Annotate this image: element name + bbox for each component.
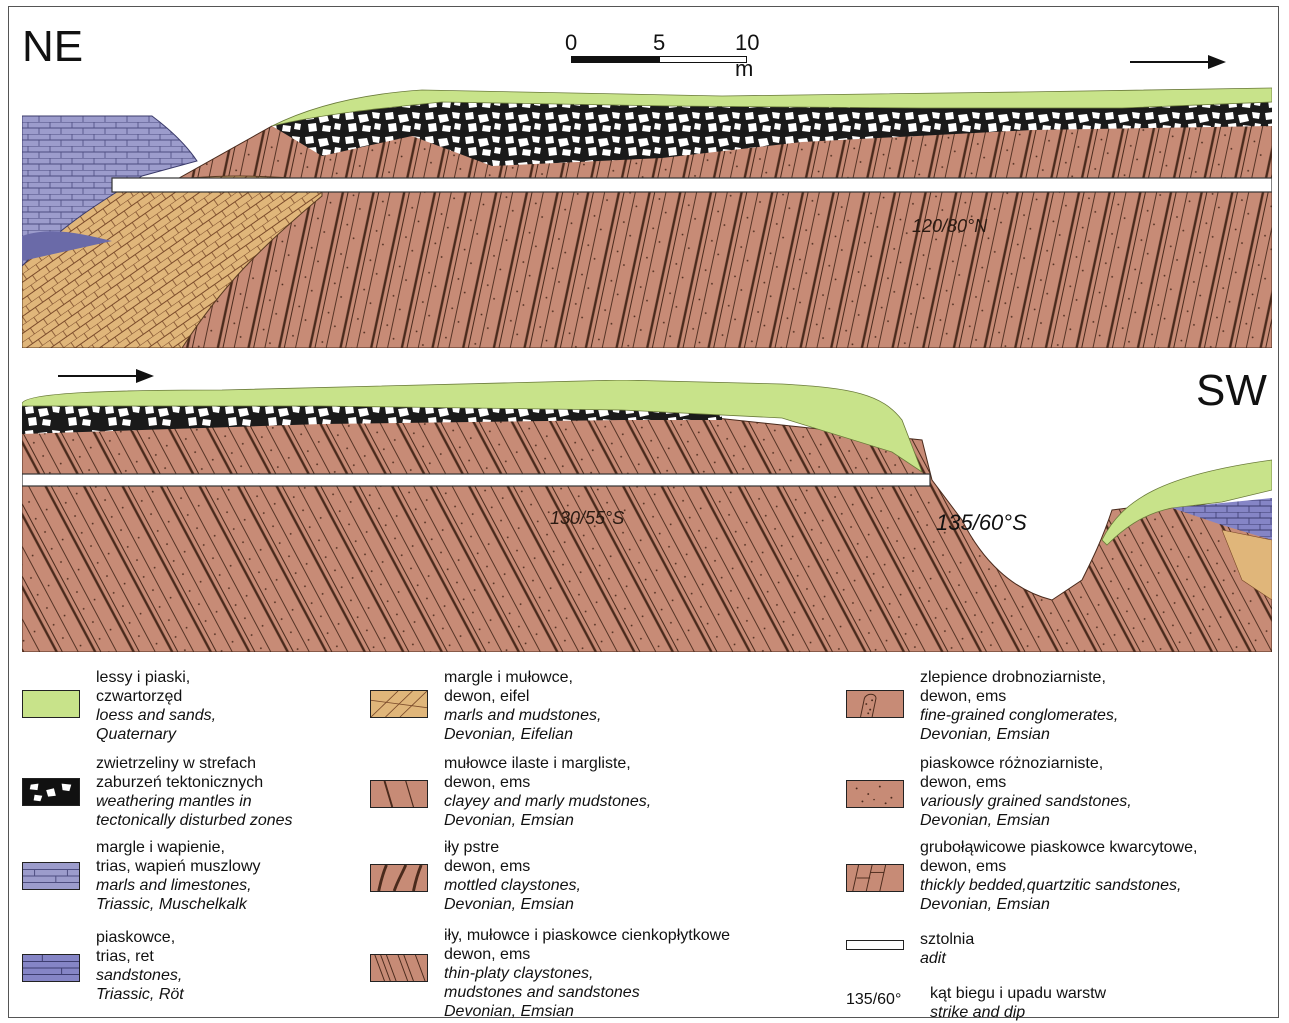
legend-text: iły, mułowce i piaskowce cienkopłytkowed…: [444, 926, 730, 1021]
legend-label-en: Quaternary: [96, 725, 216, 744]
legend-label-en: Triassic, Röt: [96, 985, 184, 1004]
dip-label-lower-left: 130/55°S: [550, 508, 624, 529]
legend-swatch-thin-platy: [370, 954, 428, 982]
legend-label-en: weathering mantles in: [96, 792, 293, 811]
legend-label-pl: dewon, ems: [920, 687, 1118, 706]
legend-label-pl: grubołąwicowe piaskowce kwarcytowe,: [920, 838, 1197, 857]
legend-label-en: Devonian, Eifelian: [444, 725, 601, 744]
direction-label-ne: NE: [22, 22, 83, 72]
scale-label-0: 0: [565, 30, 577, 56]
legend-label-pl: dewon, ems: [444, 773, 651, 792]
legend-label-pl: sztolnia: [920, 930, 974, 949]
legend-label-en: marls and limestones,: [96, 876, 261, 895]
lower-cross-section: [22, 380, 1272, 652]
legend-label-pl: mułowce ilaste i margliste,: [444, 754, 651, 773]
upper-cross-section: [22, 86, 1272, 348]
legend-swatch-mottled: [370, 864, 428, 892]
scale-label-5: 5: [653, 30, 665, 56]
legend-label-pl: dewon, ems: [920, 857, 1197, 876]
legend-text: zwietrzeliny w strefachzaburzeń tektonic…: [96, 754, 293, 830]
legend-label-en: Devonian, Emsian: [444, 895, 581, 914]
legend-text: lessy i piaski,czwartorzędloess and sand…: [96, 668, 216, 744]
legend-text: zlepience drobnoziarniste,dewon, emsfine…: [920, 668, 1118, 744]
legend-label-pl: dewon, eifel: [444, 687, 601, 706]
legend-swatch-marls-limestones: [22, 862, 80, 890]
legend-label-en: sandstones,: [96, 966, 184, 985]
legend-swatch-variously-sandstones: [846, 780, 904, 808]
legend-label-en: Devonian, Emsian: [920, 895, 1197, 914]
legend-label-pl: piaskowce,: [96, 928, 184, 947]
legend-label-en: loess and sands,: [96, 706, 216, 725]
legend-swatch-quartzitic: [846, 864, 904, 892]
scale-bar-black: [571, 56, 659, 63]
legend-label-en: marls and mudstones,: [444, 706, 601, 725]
legend-label-en: thin-platy claystones,: [444, 964, 730, 983]
legend-label-en: mottled claystones,: [444, 876, 581, 895]
legend-label-pl: zaburzeń tektonicznych: [96, 773, 293, 792]
legend-label-en: fine-grained conglomerates,: [920, 706, 1118, 725]
legend-label-pl: dewon, ems: [444, 857, 581, 876]
legend-text: kąt biegu i upadu warstwstrike and dip: [930, 984, 1106, 1022]
legend-text: mułowce ilaste i margliste,dewon, emscla…: [444, 754, 651, 830]
legend-swatch-marls-mudstones: [370, 690, 428, 718]
dip-label-lower-right: 135/60°S: [936, 510, 1027, 536]
legend-label-pl: czwartorzęd: [96, 687, 216, 706]
legend-text: margle i mułowce,dewon, eifelmarls and m…: [444, 668, 601, 744]
legend-label-pl: iły pstre: [444, 838, 581, 857]
legend-label-en: Triassic, Muschelkalk: [96, 895, 261, 914]
legend-swatch-conglomerates: [846, 690, 904, 718]
legend-text: margle i wapienie,trias, wapień muszlowy…: [96, 838, 261, 914]
legend-label-en: Devonian, Emsian: [444, 1002, 730, 1021]
legend-label-en: Devonian, Emsian: [444, 811, 651, 830]
legend-swatch-loess: [22, 690, 80, 718]
legend-label-en: variously grained sandstones,: [920, 792, 1132, 811]
legend-label-en: mudstones and sandstones: [444, 983, 730, 1002]
legend-label-pl: dewon, ems: [444, 945, 730, 964]
legend-text: piaskowce różnoziarniste,dewon, emsvario…: [920, 754, 1132, 830]
legend-strike-example: 135/60°: [846, 990, 901, 1009]
legend-label-en: clayey and marly mudstones,: [444, 792, 651, 811]
legend-swatch-clayey-mudstones: [370, 780, 428, 808]
legend-label-en: thickly bedded,quartzitic sandstones,: [920, 876, 1197, 895]
legend-label-en: adit: [920, 949, 974, 968]
scale-bar-white: [659, 56, 747, 63]
legend-label-pl: piaskowce różnoziarniste,: [920, 754, 1132, 773]
legend-label-en: tectonically disturbed zones: [96, 811, 293, 830]
legend-label-en: Devonian, Emsian: [920, 725, 1118, 744]
arrow-upper-icon: [1128, 52, 1228, 72]
legend-text: grubołąwicowe piaskowce kwarcytowe,dewon…: [920, 838, 1197, 914]
legend-label-pl: margle i mułowce,: [444, 668, 601, 687]
dip-label-upper: 120/80°N: [912, 216, 987, 237]
legend-swatch-adit: [846, 940, 904, 950]
legend-label-pl: lessy i piaski,: [96, 668, 216, 687]
legend-text: sztolniaadit: [920, 930, 974, 968]
legend-text: iły pstredewon, emsmottled claystones,De…: [444, 838, 581, 914]
legend-label-pl: trias, wapień muszlowy: [96, 857, 261, 876]
legend-swatch-sandstones-ret: [22, 954, 80, 982]
legend-label-pl: dewon, ems: [920, 773, 1132, 792]
legend-label-pl: trias, ret: [96, 947, 184, 966]
legend-swatch-weathering: [22, 778, 80, 806]
legend-label-pl: iły, mułowce i piaskowce cienkopłytkowe: [444, 926, 730, 945]
legend-label-pl: margle i wapienie,: [96, 838, 261, 857]
legend-text: piaskowce,trias, retsandstones,Triassic,…: [96, 928, 184, 1004]
legend-label-pl: kąt biegu i upadu warstw: [930, 984, 1106, 1003]
legend-label-en: Devonian, Emsian: [920, 811, 1132, 830]
legend-label-en: strike and dip: [930, 1003, 1106, 1022]
legend-label-pl: zwietrzeliny w strefach: [96, 754, 293, 773]
legend-label-pl: zlepience drobnoziarniste,: [920, 668, 1118, 687]
scale-bar: 0 5 10 m: [565, 30, 765, 70]
